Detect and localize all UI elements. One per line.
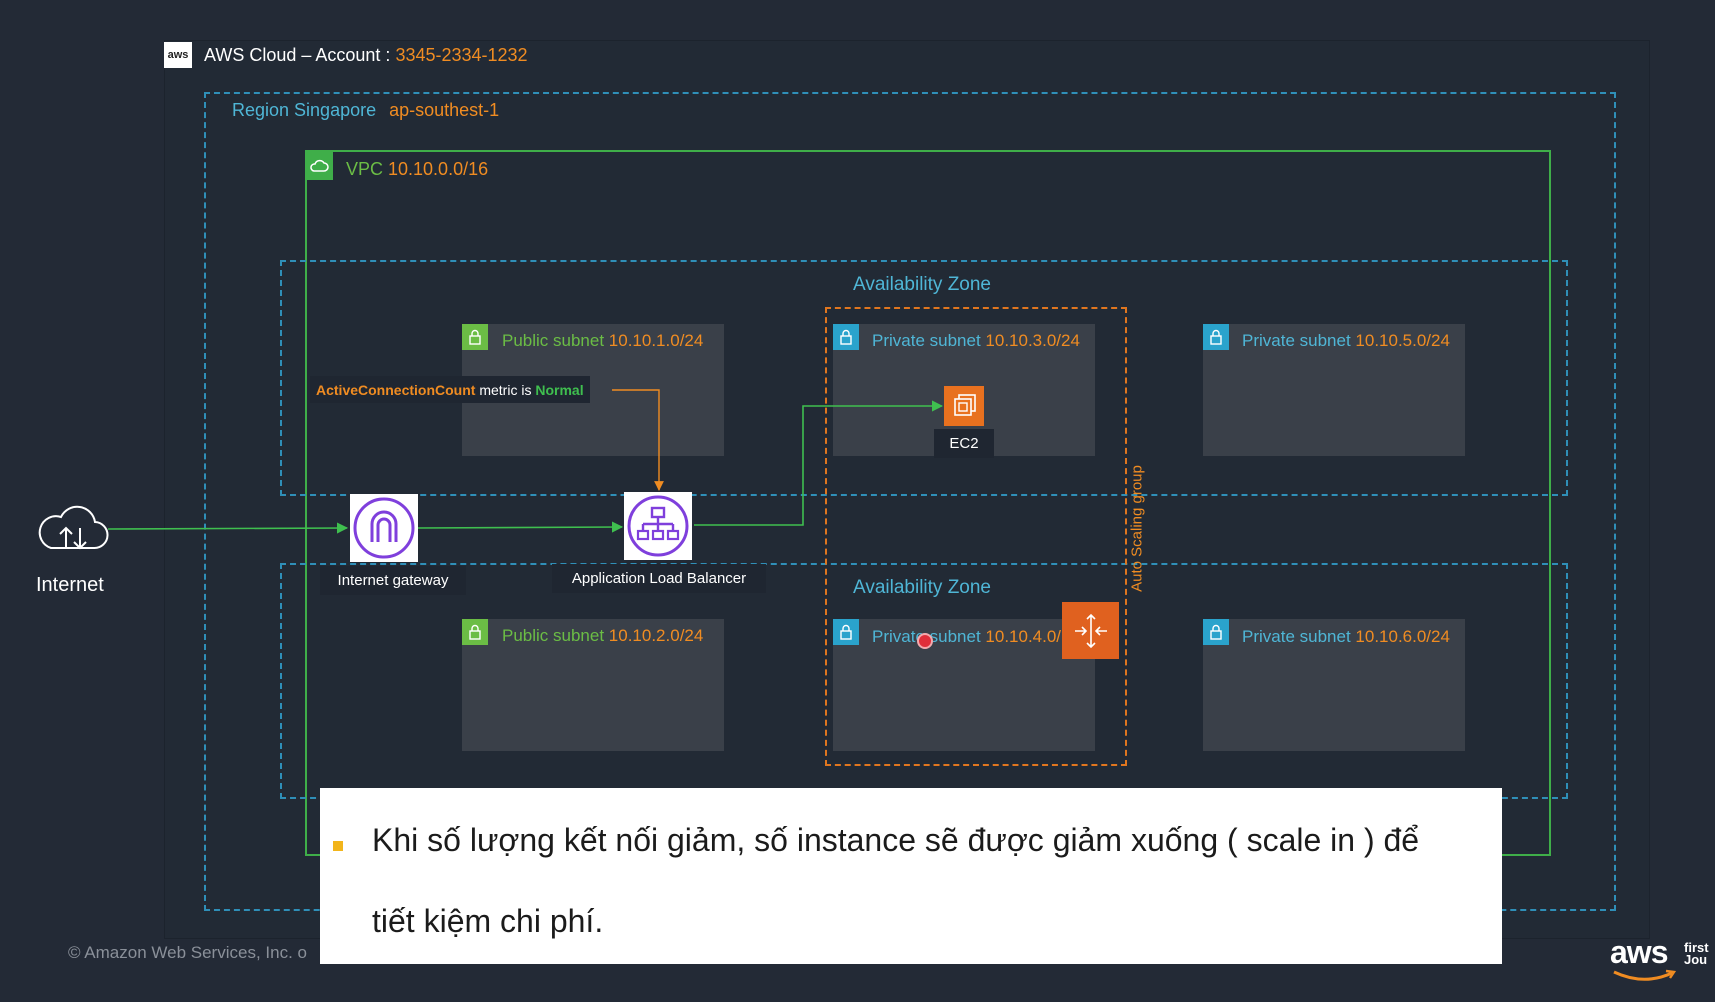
lock-icon (462, 324, 488, 350)
subnet-type: Public subnet (502, 331, 609, 350)
lock-icon (833, 619, 859, 645)
ec2-icon (954, 394, 976, 416)
cloud-title: AWS Cloud – Account : 3345-2334-1232 (204, 45, 528, 66)
bullet-icon (333, 841, 343, 851)
vpc-icon (305, 152, 333, 180)
private-subnet-4-label: Private subnet 10.10.4.0/ (872, 627, 1061, 647)
internet-gateway-icon (353, 497, 415, 559)
cursor-pointer-icon (917, 633, 933, 649)
private-subnet-6-label: Private subnet 10.10.6.0/24 (1242, 627, 1450, 647)
auto-scaling-icon (1074, 613, 1107, 648)
aws-logo-text: aws (167, 49, 189, 61)
lock-icon (1203, 324, 1229, 350)
cloud-title-text: AWS Cloud – Account : (204, 45, 396, 65)
vpc-label-text: VPC (346, 159, 389, 179)
metric-label: ActiveConnectionCount metric is Normal (310, 376, 590, 403)
auto-scaling-group-boundary (825, 307, 1127, 766)
subnet-cidr: 10.10.2.0/24 (608, 626, 704, 645)
subnet-cidr: 10.10.6.0/24 (1355, 627, 1450, 646)
region-name: Region Singapore (232, 100, 377, 120)
private-subnet-6 (1203, 619, 1465, 751)
metric-state: Normal (535, 381, 584, 398)
subtitle-line-2: tiết kiệm chi phí. (372, 903, 604, 939)
subnet-type: Private subnet (1242, 331, 1356, 350)
load-balancer-icon (627, 495, 689, 557)
application-load-balancer-label: Application Load Balancer (552, 564, 766, 593)
auto-scaling-node (1062, 602, 1119, 659)
private-subnet-5-label: Private subnet 10.10.5.0/24 (1242, 331, 1450, 351)
ec2-node (944, 386, 984, 426)
lock-icon (833, 324, 859, 350)
region-code: ap-southest-1 (389, 100, 500, 120)
subnet-type: Public subnet (502, 626, 609, 645)
private-subnet-3-label: Private subnet 10.10.3.0/24 (872, 331, 1080, 351)
application-load-balancer-node (624, 492, 692, 560)
metric-name: ActiveConnectionCount (316, 381, 476, 398)
lock-icon (1203, 619, 1229, 645)
alb-to-ec2-arrow (694, 400, 944, 526)
aws-brand-text: aws (1610, 934, 1668, 970)
subtitle-panel: Khi số lượng kết nối giảm, số instance s… (320, 788, 1502, 964)
internet-label: Internet (36, 574, 104, 596)
subnet-cidr: 10.10.3.0/24 (985, 331, 1080, 350)
subtitle-line-1: Khi số lượng kết nối giảm, số instance s… (372, 822, 1420, 858)
availability-zone-top-label: Availability Zone (853, 274, 992, 295)
availability-zone-top (280, 260, 1568, 496)
internet-cloud-icon (36, 504, 110, 559)
subnet-cidr: 10.10.5.0/24 (1355, 331, 1450, 350)
metric-middle: metric is (475, 381, 536, 398)
lock-icon (462, 619, 488, 645)
aws-smile-icon (1613, 969, 1677, 981)
account-id: 3345-2334-1232 (395, 45, 528, 65)
public-subnet-1-label: Public subnet 10.10.1.0/24 (502, 331, 703, 351)
subnet-cidr: 10.10.4.0/ (985, 627, 1062, 646)
public-subnet-2-label: Public subnet 10.10.2.0/24 (502, 626, 703, 646)
internet-to-igw-arrow (107, 522, 349, 534)
availability-zone-bottom-label: Availability Zone (853, 577, 992, 598)
aws-logo-icon: aws (164, 42, 192, 68)
subnet-type: Private subnet (1242, 627, 1356, 646)
subnet-type: Private subnet (872, 331, 986, 350)
copyright-text: © Amazon Web Services, Inc. o (68, 943, 307, 962)
subnet-type: Private subnet (872, 627, 981, 646)
metric-to-alb-arrow (612, 389, 664, 491)
internet-gateway-label: Internet gateway (320, 566, 466, 595)
subnet-cidr: 10.10.1.0/24 (608, 331, 704, 350)
brand-tail-text: first Jou (1684, 940, 1709, 967)
internet-gateway-node (350, 494, 418, 562)
private-subnet-5 (1203, 324, 1465, 456)
vpc-cidr: 10.10.0.0/16 (388, 159, 489, 179)
vpc-label: VPC 10.10.0.0/16 (346, 159, 488, 180)
aws-brand-logo: aws first Jou (1610, 934, 1710, 984)
ec2-label: EC2 (934, 429, 994, 458)
igw-to-alb-arrow (417, 521, 624, 533)
public-subnet-2 (462, 619, 724, 751)
private-subnet-4 (833, 619, 1095, 751)
region-label: Region Singapore ap-southest-1 (232, 100, 499, 121)
